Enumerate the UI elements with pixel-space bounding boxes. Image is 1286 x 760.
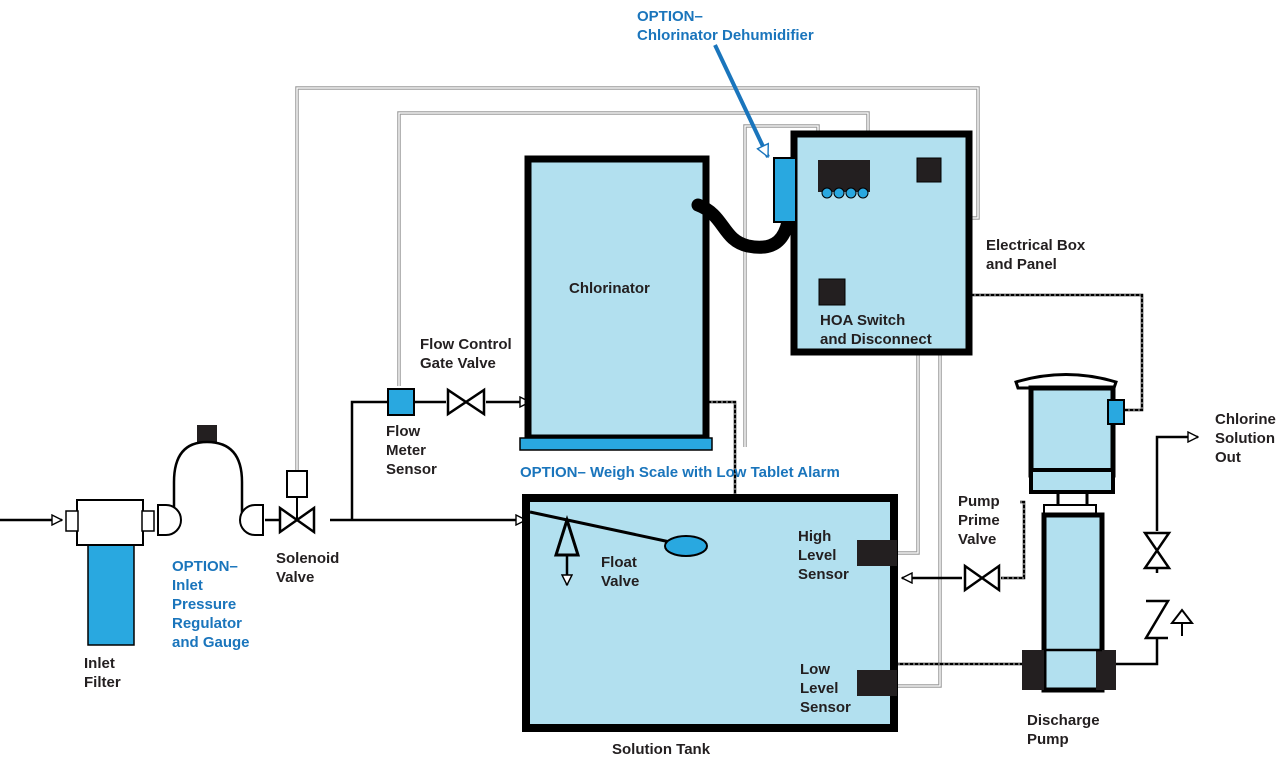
- dehumidifier-unit: [773, 157, 797, 223]
- discharge-pump-label: Discharge Pump: [1027, 712, 1104, 748]
- high-level-sensor: [857, 540, 897, 566]
- flow-control-label: Flow Control Gate Valve: [420, 336, 516, 372]
- pressure-regulator-label: OPTION– Inlet Pressure Regulator and Gau…: [172, 558, 250, 651]
- dehumidifier-pointer-arrow: [713, 44, 770, 157]
- discharge-pump: [1022, 504, 1116, 693]
- float-valve-label: Float Valve: [601, 554, 641, 590]
- inlet-filter-label: Inlet Filter: [84, 655, 121, 691]
- hoa-switch-label: HOA Switch and Disconnect: [820, 312, 932, 348]
- chlorine-out-label: Chlorine Solution Out: [1215, 411, 1280, 466]
- high-level-label: High Level Sensor: [798, 528, 849, 583]
- solution-tank-label: Solution Tank: [612, 741, 711, 758]
- low-level-label: Low Level Sensor: [800, 661, 851, 716]
- pressure-regulator: [157, 425, 264, 536]
- outlet-valve: [1142, 531, 1172, 570]
- chlorinator: [519, 155, 713, 451]
- inlet-filter: [65, 499, 155, 646]
- pump-prime-label: Pump Prime Valve: [958, 493, 1004, 548]
- electrical-box: [790, 130, 973, 356]
- low-level-sensor: [857, 670, 897, 696]
- pump-prime-valve: [963, 563, 1001, 593]
- dehumidifier-label: OPTION– Chlorinator Dehumidifier: [637, 8, 814, 44]
- tablet-hopper: [1014, 373, 1125, 512]
- check-valve: [1143, 599, 1195, 640]
- flow-meter-label: Flow Meter Sensor: [386, 423, 437, 478]
- gate-valve: [446, 387, 486, 417]
- weigh-scale-label: OPTION– Weigh Scale with Low Tablet Alar…: [520, 464, 840, 481]
- solenoid-valve: [278, 470, 316, 535]
- chlorinator-label: Chlorinator: [569, 280, 650, 297]
- flow-meter-sensor: [387, 388, 415, 416]
- solenoid-label: Solenoid Valve: [276, 550, 344, 586]
- solution-tank: [522, 494, 898, 732]
- electrical-box-label: Electrical Box and Panel: [986, 237, 1089, 273]
- dehumidifier-hose: [691, 198, 795, 254]
